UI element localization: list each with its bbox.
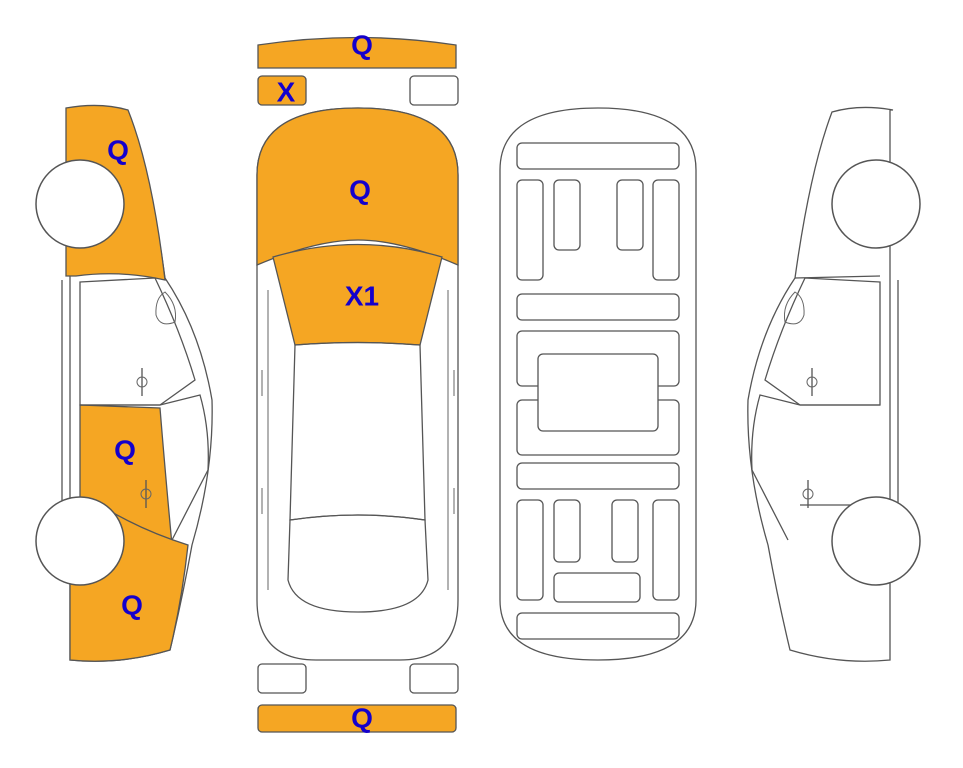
underbody-panel [516, 179, 544, 281]
left-front-fender-label: Q [107, 135, 129, 166]
right-rear-wheel [831, 496, 921, 586]
windshield-label: X1 [345, 281, 379, 312]
right-taillight-panel[interactable] [409, 663, 459, 694]
left-rear-door-handle [140, 480, 152, 508]
underbody-panel [516, 293, 680, 321]
right-front-door-handle [806, 368, 818, 396]
underbody-panel [553, 499, 581, 563]
rear-bumper-panel[interactable] [257, 704, 457, 733]
front-bumper-label: Q [351, 30, 373, 61]
left-mirror [155, 291, 176, 325]
left-headlight-label: X [277, 77, 296, 108]
right-headlight-panel[interactable] [409, 75, 459, 106]
right-rear-window [751, 394, 801, 541]
right-front-wheel [831, 159, 921, 249]
underbody-center-panel [537, 353, 659, 432]
left-rear-quarter-label: Q [121, 590, 143, 621]
underbody-panel [553, 179, 581, 251]
underbody-panel [516, 462, 680, 490]
hood-label: Q [349, 175, 371, 206]
left-taillight-panel[interactable] [257, 663, 307, 694]
underbody-panel [616, 179, 644, 251]
top-rear-window [287, 514, 429, 613]
underbody-panel [516, 499, 544, 601]
left-side-view [35, 104, 213, 662]
right-rear-door-handle [802, 480, 814, 508]
underbody-front-panel [516, 142, 680, 170]
rear-bumper-label: Q [351, 703, 373, 734]
left-front-door-handle [136, 368, 148, 396]
left-headlight-panel[interactable] [257, 75, 307, 106]
top-view [256, 36, 459, 733]
hood-panel[interactable] [256, 107, 459, 266]
damage-labels: Q X Q X1 Q Q Q Q [107, 30, 379, 734]
underbody-view [499, 107, 697, 661]
left-rear-wheel [35, 496, 125, 586]
underbody-rear-panel [516, 612, 680, 640]
right-front-window [764, 277, 881, 406]
underbody-outline [499, 107, 697, 661]
front-bumper-panel[interactable] [257, 36, 457, 69]
left-front-wheel [35, 159, 125, 249]
right-mirror [784, 291, 805, 325]
underbody-panel [553, 572, 641, 603]
right-side-view [747, 106, 921, 662]
underbody-panel [652, 499, 680, 601]
left-rear-door-label: Q [114, 435, 136, 466]
underbody-panel [652, 179, 680, 281]
underbody-panel [611, 499, 639, 563]
left-front-window [79, 277, 196, 406]
left-rear-window [159, 394, 209, 541]
top-roof-outline [289, 341, 426, 521]
